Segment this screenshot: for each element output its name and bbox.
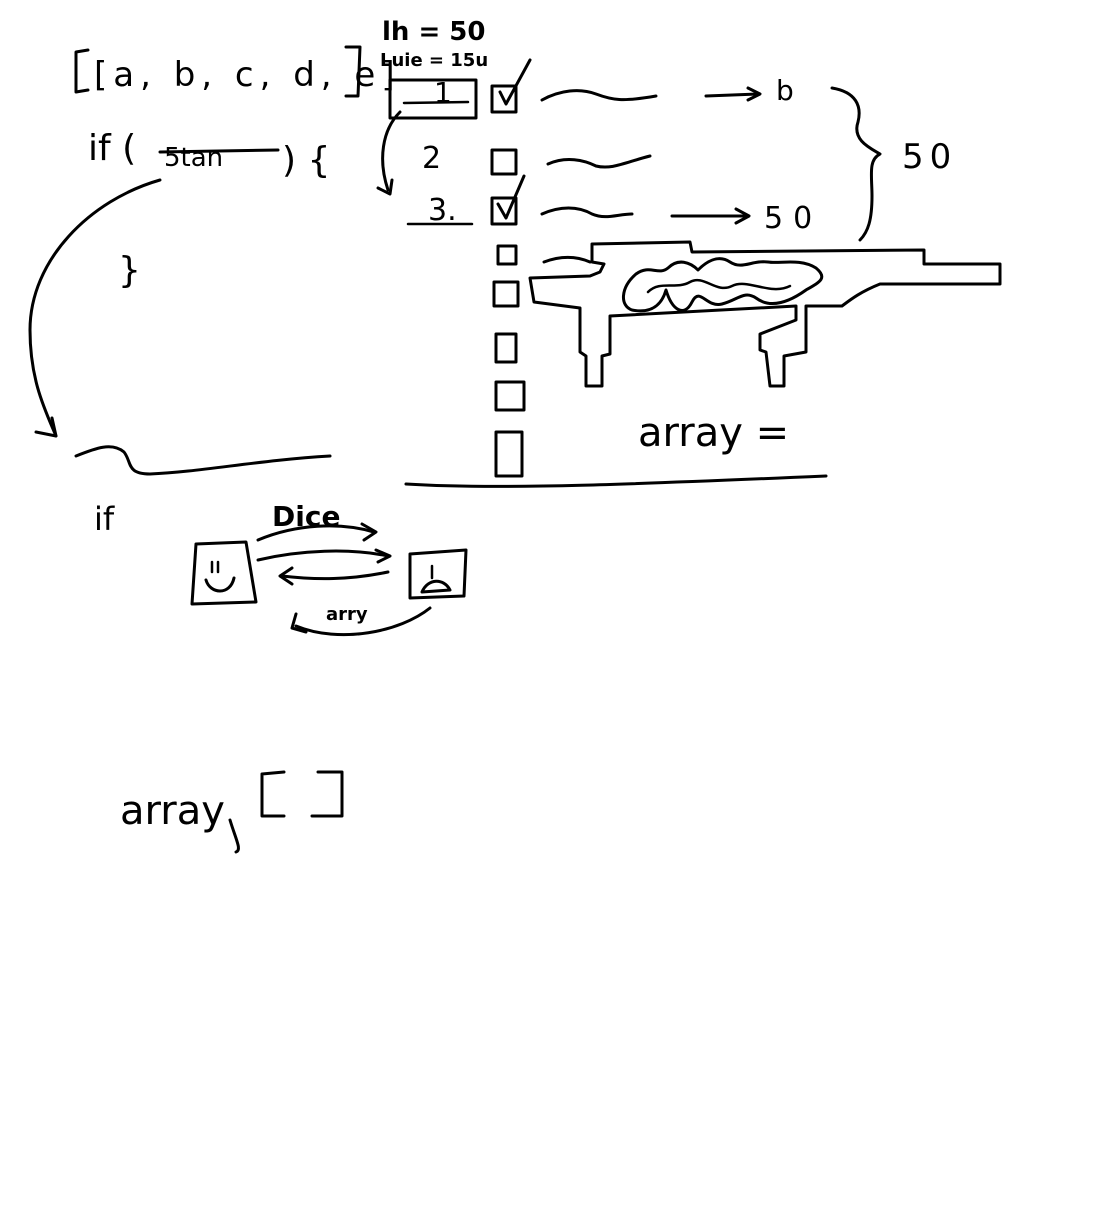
- array-assign-label: array =: [638, 410, 789, 456]
- result-value-1: b: [776, 74, 794, 107]
- if-condition: 5tan: [164, 143, 223, 173]
- dice-arrow-forward: [258, 551, 388, 560]
- checkbox-2[interactable]: [492, 150, 516, 174]
- array-literal-group: [a, b, c, d, e]: [76, 47, 401, 96]
- smiley-face-icon: [192, 542, 256, 604]
- happy-face-box: [192, 542, 256, 604]
- checkbox-4[interactable]: [498, 246, 516, 264]
- wavy-line-3: [542, 208, 632, 217]
- bottom-array-group: array: [120, 772, 342, 852]
- bottom-right-bracket: [312, 772, 342, 816]
- result-value-3: 50: [764, 201, 822, 236]
- row-number-2: 2: [422, 141, 441, 176]
- brace-label: 50: [902, 137, 957, 177]
- wavy-line-2: [548, 156, 650, 167]
- gun-drawing-icon: [530, 242, 1000, 386]
- if-block-end: }: [118, 250, 141, 291]
- one-to-three-arrow: [383, 112, 400, 190]
- wavy-line-4: [544, 258, 590, 263]
- if-keyword: if (: [88, 128, 136, 169]
- divider-line: [406, 476, 826, 486]
- bottom-array-label: array: [120, 788, 225, 834]
- gun-camo-pattern: [623, 259, 821, 311]
- flow-arrow-curve: [30, 180, 160, 436]
- checkbox-7[interactable]: [496, 382, 524, 410]
- bottom-left-bracket: [262, 772, 284, 816]
- result-arrow-1: [706, 94, 758, 96]
- checkbox-6[interactable]: [496, 334, 516, 362]
- wavy-line-1: [542, 91, 656, 100]
- return-arrow: [282, 572, 388, 579]
- number-one-box: [390, 80, 476, 118]
- sad-face-frown: [422, 581, 450, 592]
- arry-label: arry: [326, 604, 368, 625]
- bottom-array-descender: [230, 820, 238, 852]
- wavy-code-line: [76, 447, 330, 474]
- right-brace: [832, 88, 880, 240]
- sad-face-icon: [410, 550, 466, 598]
- flow-arrow-head: [36, 418, 56, 436]
- dice-exchange-group: if Dice arry: [94, 500, 466, 635]
- flow-arrow-group: [30, 180, 330, 474]
- happy-face-smile: [206, 578, 234, 591]
- if-close: ) {: [282, 140, 330, 181]
- if-statement-group: if ( 5tan ) { }: [88, 128, 330, 291]
- second-if-keyword: if: [94, 500, 115, 538]
- array-literal-text: [a, b, c, d, e]: [94, 55, 401, 95]
- left-bracket: [76, 50, 88, 92]
- condition-strikethrough: [160, 150, 278, 152]
- gun-outline: [530, 242, 1000, 386]
- checkbox-8[interactable]: [496, 432, 522, 476]
- checkbox-5[interactable]: [494, 282, 518, 306]
- gun-camo-squiggle: [648, 280, 790, 292]
- top-note-lh: lh = 50: [382, 17, 486, 47]
- row-number-1: 1: [434, 76, 452, 109]
